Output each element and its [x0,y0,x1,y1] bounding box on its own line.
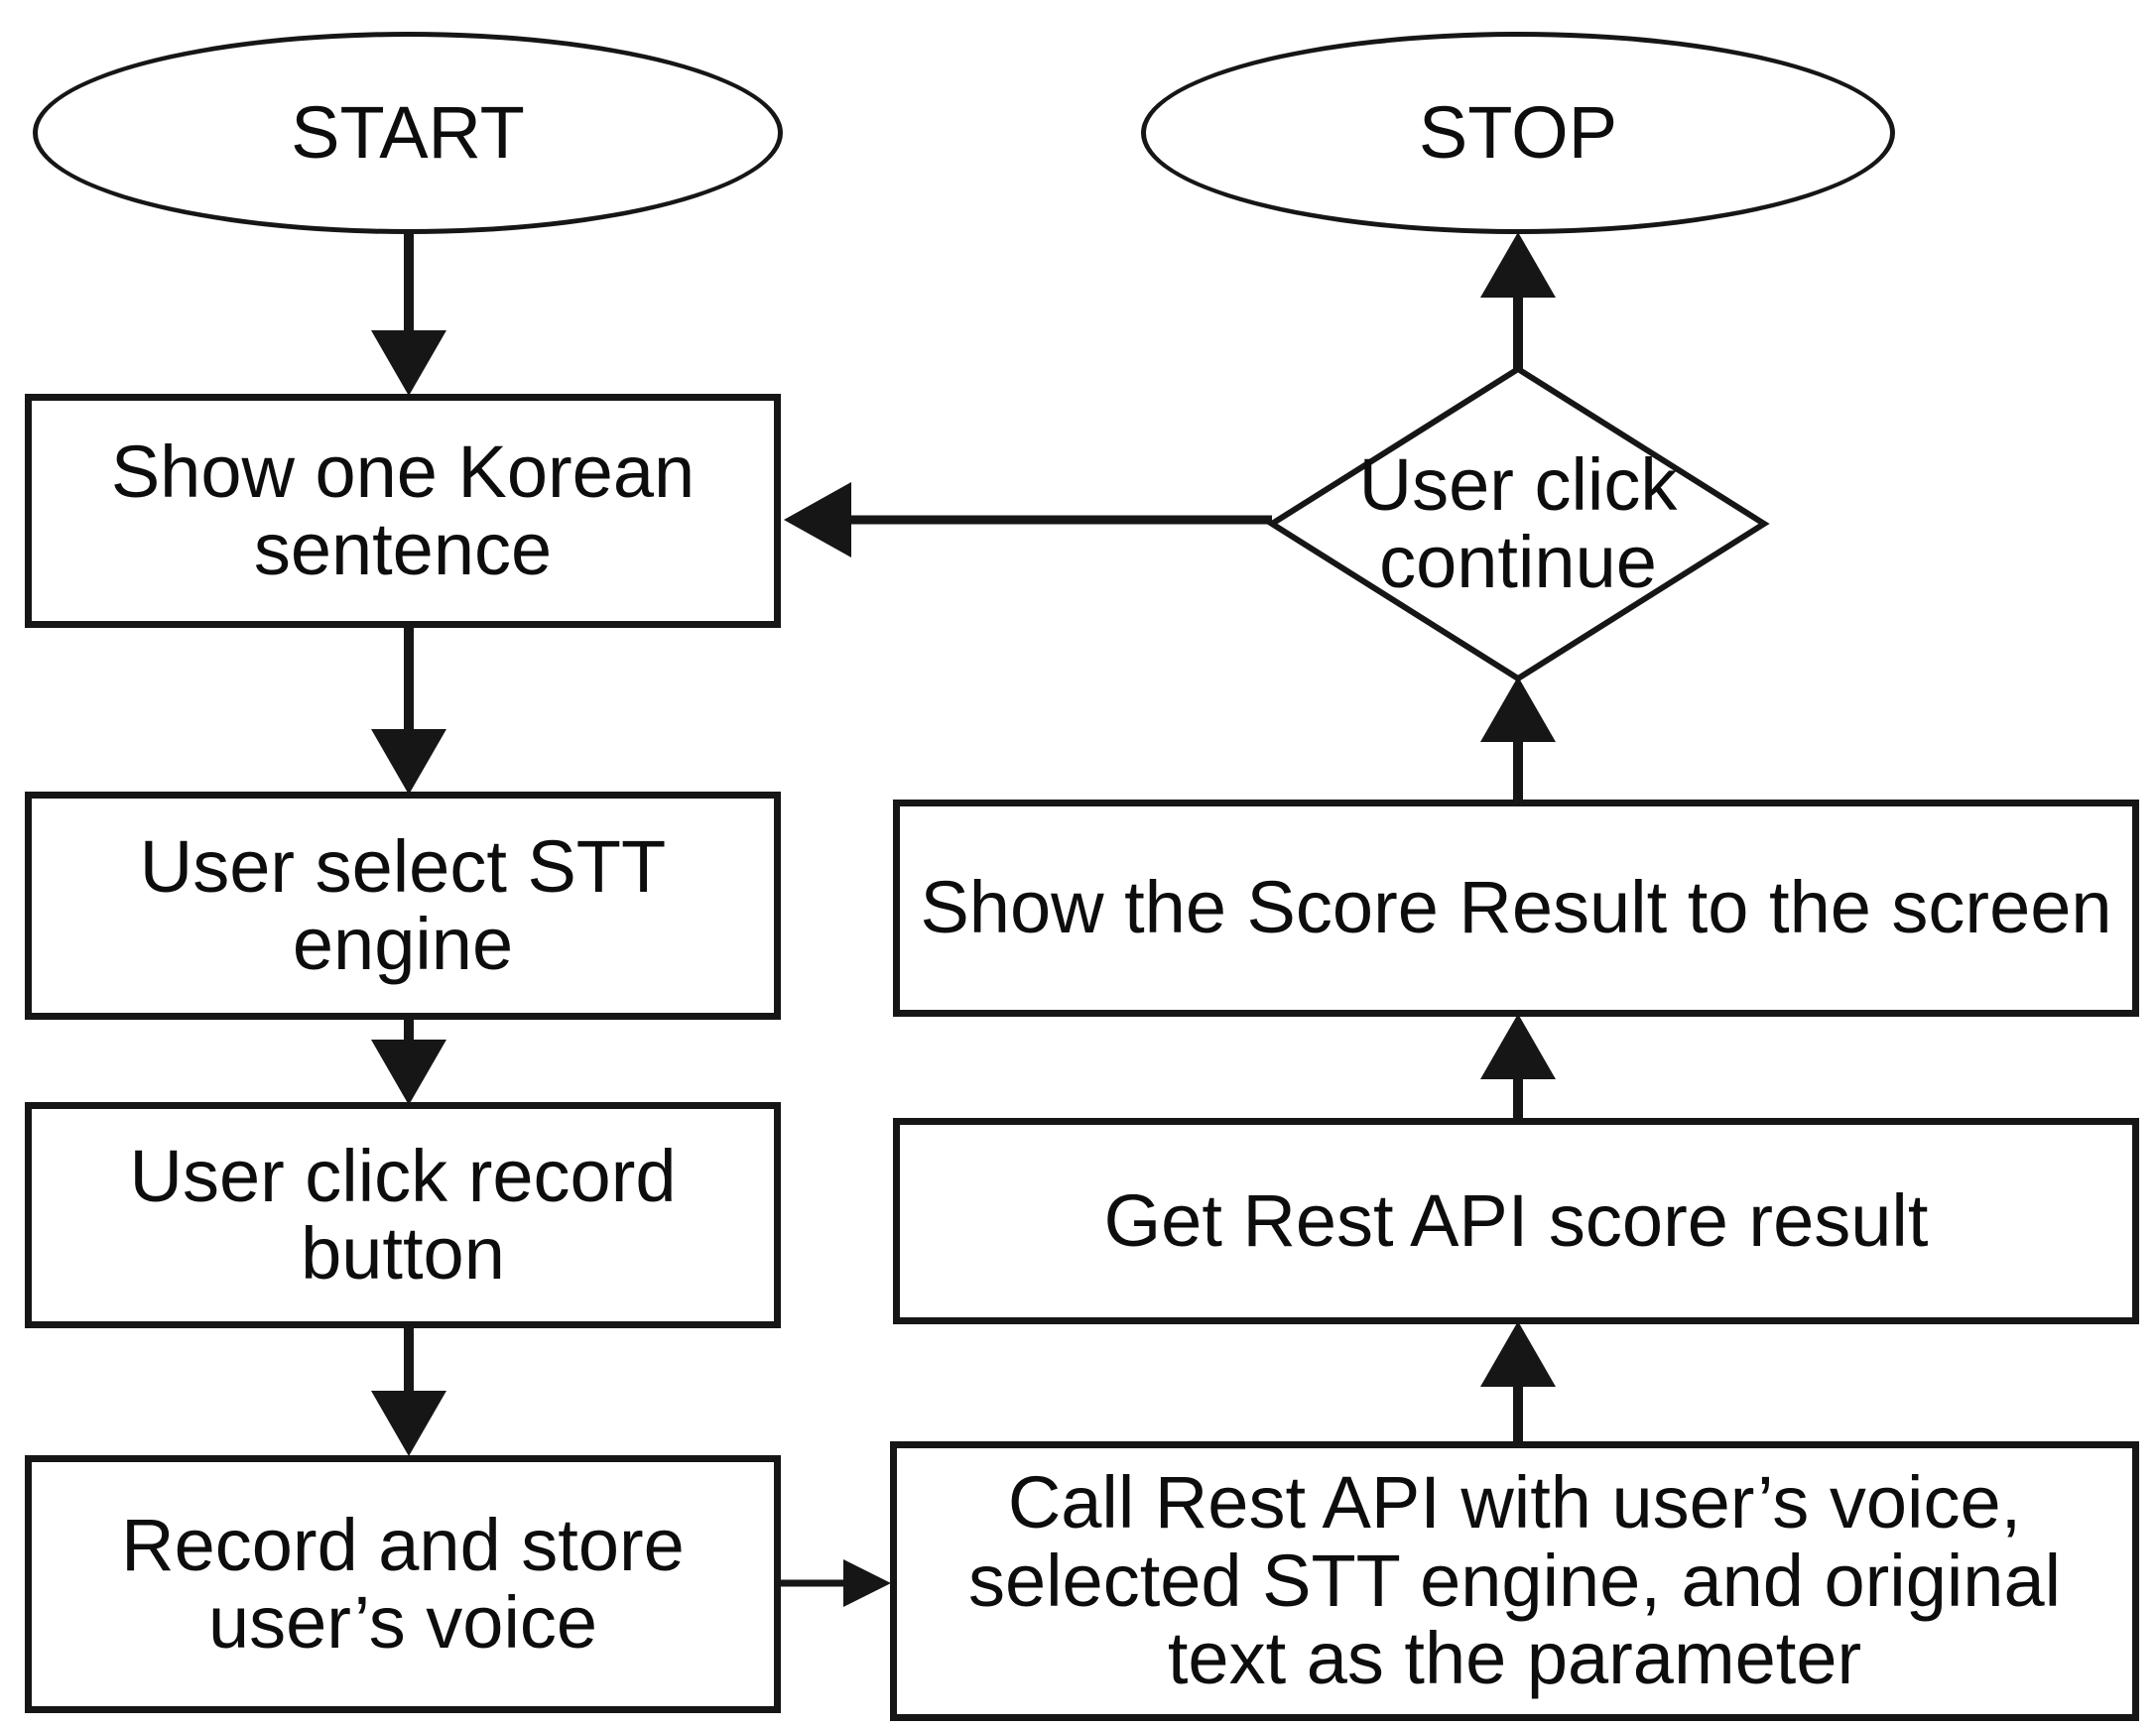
call-api-label: Call Rest API with user’s voice, selecte… [967,1461,2062,1700]
stop-node: STOP [1141,32,1895,234]
get-score-node: Get Rest API score result [893,1118,2139,1324]
click-record-label: User click record button [129,1134,677,1295]
show-sentence-label: Show one Korean sentence [110,430,696,590]
select-engine-node: User select STT engine [25,792,781,1020]
arrow-record-store-to-call-api [781,1559,891,1607]
show-sentence-node: Show one Korean sentence [25,394,781,628]
show-score-label: Show the Score Result to the screen [920,866,2112,949]
arrow-show-sentence-to-select-engine [371,628,446,795]
record-store-node: Record and store user’s voice [25,1455,781,1713]
arrow-show-score-to-decision [1480,677,1556,800]
start-node: START [33,32,783,234]
show-score-node: Show the Score Result to the screen [893,800,2139,1017]
arrow-select-engine-to-click-record [371,1020,446,1105]
arrow-decision-to-stop [1480,232,1556,369]
get-score-label: Get Rest API score result [1103,1178,1929,1262]
arrow-decision-to-show-sentence [784,482,1272,557]
call-api-node: Call Rest API with user’s voice, selecte… [890,1441,2139,1721]
arrow-call-api-to-get-score [1480,1321,1556,1441]
click-record-node: User click record button [25,1102,781,1328]
record-store-label: Record and store user’s voice [121,1503,685,1664]
arrow-get-score-to-show-score [1480,1014,1556,1118]
continue-decision-label: User click continue [1358,442,1678,603]
arrow-start-to-show-sentence [371,234,446,396]
arrow-click-record-to-record-store [371,1328,446,1456]
continue-decision-node: User click continue [1320,425,1716,623]
stop-label: STOP [1418,90,1618,174]
select-engine-label: User select STT engine [139,824,667,985]
start-label: START [291,90,525,174]
